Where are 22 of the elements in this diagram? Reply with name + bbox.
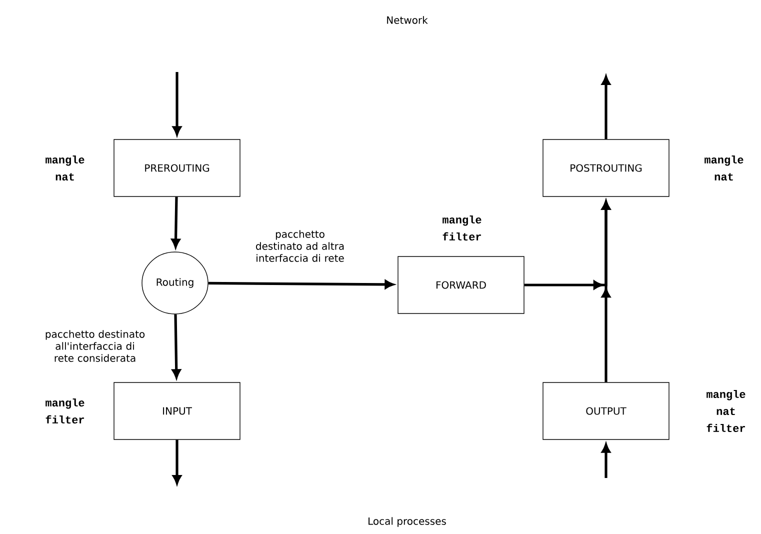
process-box: FORWARD (398, 256, 524, 314)
table-list: mangle nat (704, 155, 744, 181)
table-list: mangle nat (46, 155, 84, 181)
process-box: OUTPUT (542, 382, 670, 440)
table-list: mangle filter (46, 398, 84, 424)
process-box: PREROUTING (114, 139, 240, 197)
process-box: INPUT (114, 382, 240, 440)
heading-text: Local processes (368, 517, 446, 527)
arrow (602, 200, 610, 382)
arrow (172, 314, 181, 378)
arrow (172, 440, 182, 484)
process-box: POSTROUTING (542, 139, 670, 197)
edge-label: pacchetto destinato ad altra interfaccia di rete (256, 230, 344, 262)
table-list: mangle nat filter (706, 390, 746, 432)
table-list: mangle filter (442, 215, 482, 241)
arrow (172, 72, 182, 136)
edge-label: pacchetto destinato all'interfaccia di rete considerata (46, 330, 145, 362)
heading-text: Network (387, 16, 428, 24)
arrow (602, 76, 610, 140)
arrow (602, 444, 610, 478)
arrow (208, 280, 394, 289)
arrow (171, 196, 180, 248)
